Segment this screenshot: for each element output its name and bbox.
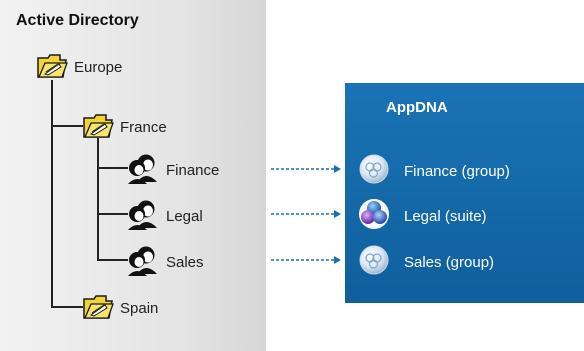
- tree-node-europe[interactable]: Europe: [36, 50, 122, 85]
- tree-line-france-trunk: [97, 138, 99, 260]
- tree-node-label: Legal: [166, 208, 203, 225]
- tree-node-france[interactable]: France: [82, 110, 167, 145]
- tree-node-label: Finance: [166, 162, 220, 179]
- appdna-item-label: Sales (group): [404, 254, 495, 271]
- appdna-item-legal-suite[interactable]: Legal (suite): [358, 198, 487, 235]
- tree-line-sales-branch: [97, 259, 128, 261]
- tree-line-europe-trunk: [51, 80, 53, 307]
- tree-node-label: Spain: [120, 300, 159, 317]
- mapping-arrow-finance: [271, 165, 341, 173]
- group-sphere-icon: [358, 244, 390, 281]
- appdna-item-finance-group[interactable]: Finance (group): [358, 153, 510, 190]
- tree-line-france-branch: [51, 125, 83, 127]
- tree-line-spain-branch: [51, 306, 83, 308]
- mapping-arrow-sales: [271, 256, 341, 264]
- appdna-item-sales-group[interactable]: Sales (group): [358, 244, 494, 281]
- appdna-item-label: Finance (group): [404, 163, 510, 180]
- mapping-arrow-legal: [271, 210, 341, 218]
- folder-icon: [82, 291, 114, 326]
- tree-node-sales[interactable]: Sales: [126, 244, 204, 281]
- tree-node-label: France: [120, 119, 167, 136]
- suite-icon: [358, 198, 390, 235]
- tree-node-legal[interactable]: Legal: [126, 198, 203, 235]
- tree-node-spain[interactable]: Spain: [82, 291, 158, 326]
- active-directory-title: Active Directory: [16, 12, 139, 29]
- appdna-title: AppDNA: [386, 99, 448, 116]
- tree-node-label: Europe: [74, 59, 123, 76]
- folder-icon: [36, 50, 68, 85]
- appdna-item-label: Legal (suite): [404, 208, 487, 225]
- group-icon: [126, 152, 160, 189]
- tree-line-finance-branch: [97, 167, 128, 169]
- tree-node-finance[interactable]: Finance: [126, 152, 219, 189]
- group-icon: [126, 198, 160, 235]
- tree-line-legal-branch: [97, 213, 128, 215]
- group-icon: [126, 244, 160, 281]
- group-sphere-icon: [358, 153, 390, 190]
- folder-icon: [82, 110, 114, 145]
- tree-node-label: Sales: [166, 254, 204, 271]
